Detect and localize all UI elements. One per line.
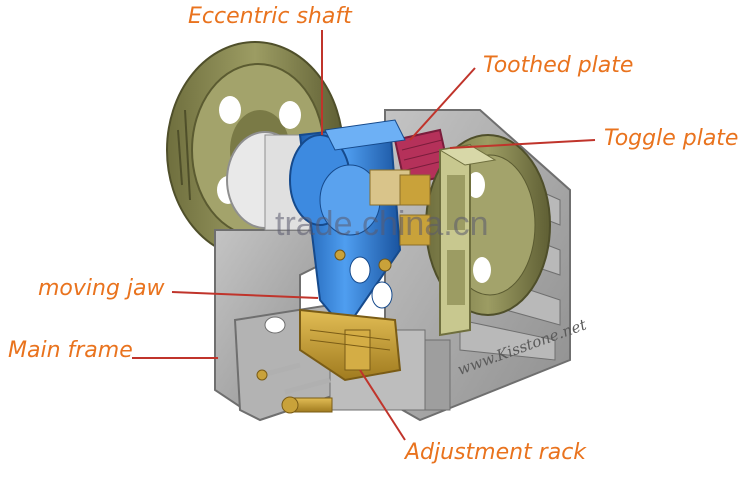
spring-rods xyxy=(256,362,333,414)
leader-toothed-plate xyxy=(409,67,476,141)
tradechina-watermark: trade.china.cn xyxy=(275,205,489,243)
toggle-plate-part xyxy=(438,143,497,337)
leader-lines xyxy=(132,30,596,441)
label-moving-jaw: moving jaw xyxy=(38,276,165,301)
leader-moving-jaw xyxy=(171,291,319,299)
adjustment-rack-part xyxy=(299,308,402,382)
leader-adjustment-rack xyxy=(359,369,406,441)
label-main-frame: Main frame xyxy=(8,338,133,363)
bearing-details xyxy=(334,169,431,272)
label-eccentric-shaft: Eccentric shaft xyxy=(188,4,352,29)
label-adjustment-rack: Adjustment rack xyxy=(405,440,587,465)
leader-toggle-plate xyxy=(449,139,596,149)
label-toggle-plate: Toggle plate xyxy=(604,126,739,151)
label-toothed-plate: Toothed plate xyxy=(483,53,634,78)
